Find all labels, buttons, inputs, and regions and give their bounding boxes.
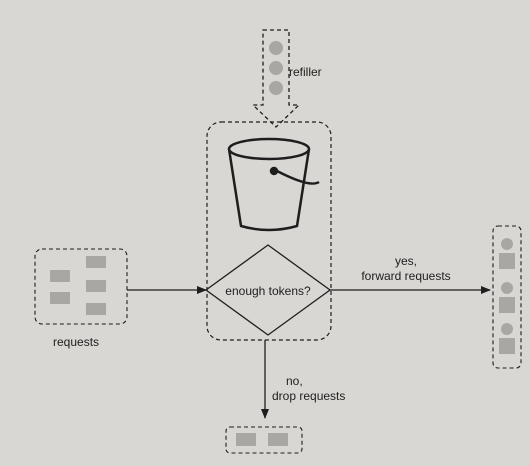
forwarded-requests-box (492, 225, 522, 369)
token-icon (501, 282, 513, 294)
token-icon (269, 41, 283, 55)
bucket-container (206, 121, 332, 341)
bucket-icon (227, 137, 320, 232)
request-block-icon (50, 270, 70, 282)
request-block-icon (499, 297, 515, 313)
dropped-requests-box (225, 426, 303, 454)
decision-label: enough tokens? (225, 284, 311, 298)
request-block-icon (86, 303, 106, 315)
refiller-label: refiller (289, 65, 322, 79)
request-block-icon (268, 433, 288, 446)
token-icon (501, 238, 513, 250)
request-block-icon (86, 280, 106, 292)
request-block-icon (499, 338, 515, 354)
request-block-icon (499, 253, 515, 269)
request-block-icon (86, 256, 106, 268)
decision-diamond (204, 244, 332, 336)
token-icon (269, 61, 283, 75)
token-icon (501, 323, 513, 335)
yes-label-line2: forward requests (361, 269, 450, 283)
requests-label: requests (53, 335, 99, 349)
yes-label-line1: yes, (395, 254, 417, 268)
incoming-requests-box (34, 248, 128, 325)
request-block-icon (236, 433, 256, 446)
request-block-icon (50, 292, 70, 304)
no-label-line1: no, (286, 374, 303, 388)
refiller-arrow (251, 29, 301, 128)
token-icon (269, 81, 283, 95)
no-label-line2: drop requests (272, 389, 345, 403)
